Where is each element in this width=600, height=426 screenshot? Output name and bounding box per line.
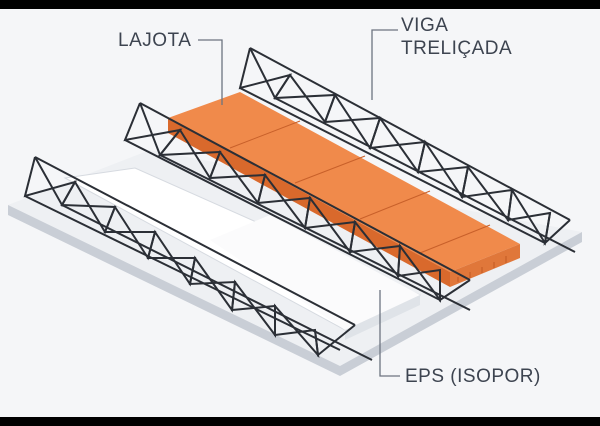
label-eps: EPS (ISOPOR) bbox=[405, 366, 541, 387]
eps-block bbox=[63, 167, 422, 340]
top-letterbox bbox=[0, 0, 600, 9]
bottom-letterbox bbox=[0, 417, 600, 426]
truss-beam-right bbox=[238, 47, 576, 253]
label-lajota: LAJOTA bbox=[118, 30, 192, 51]
truss-beam-left bbox=[23, 156, 373, 361]
label-trelicada: TRELIÇADA bbox=[401, 38, 513, 59]
label-viga: VIGA bbox=[401, 15, 449, 36]
truss-beam-middle bbox=[123, 102, 471, 311]
leader-lines bbox=[198, 29, 400, 377]
